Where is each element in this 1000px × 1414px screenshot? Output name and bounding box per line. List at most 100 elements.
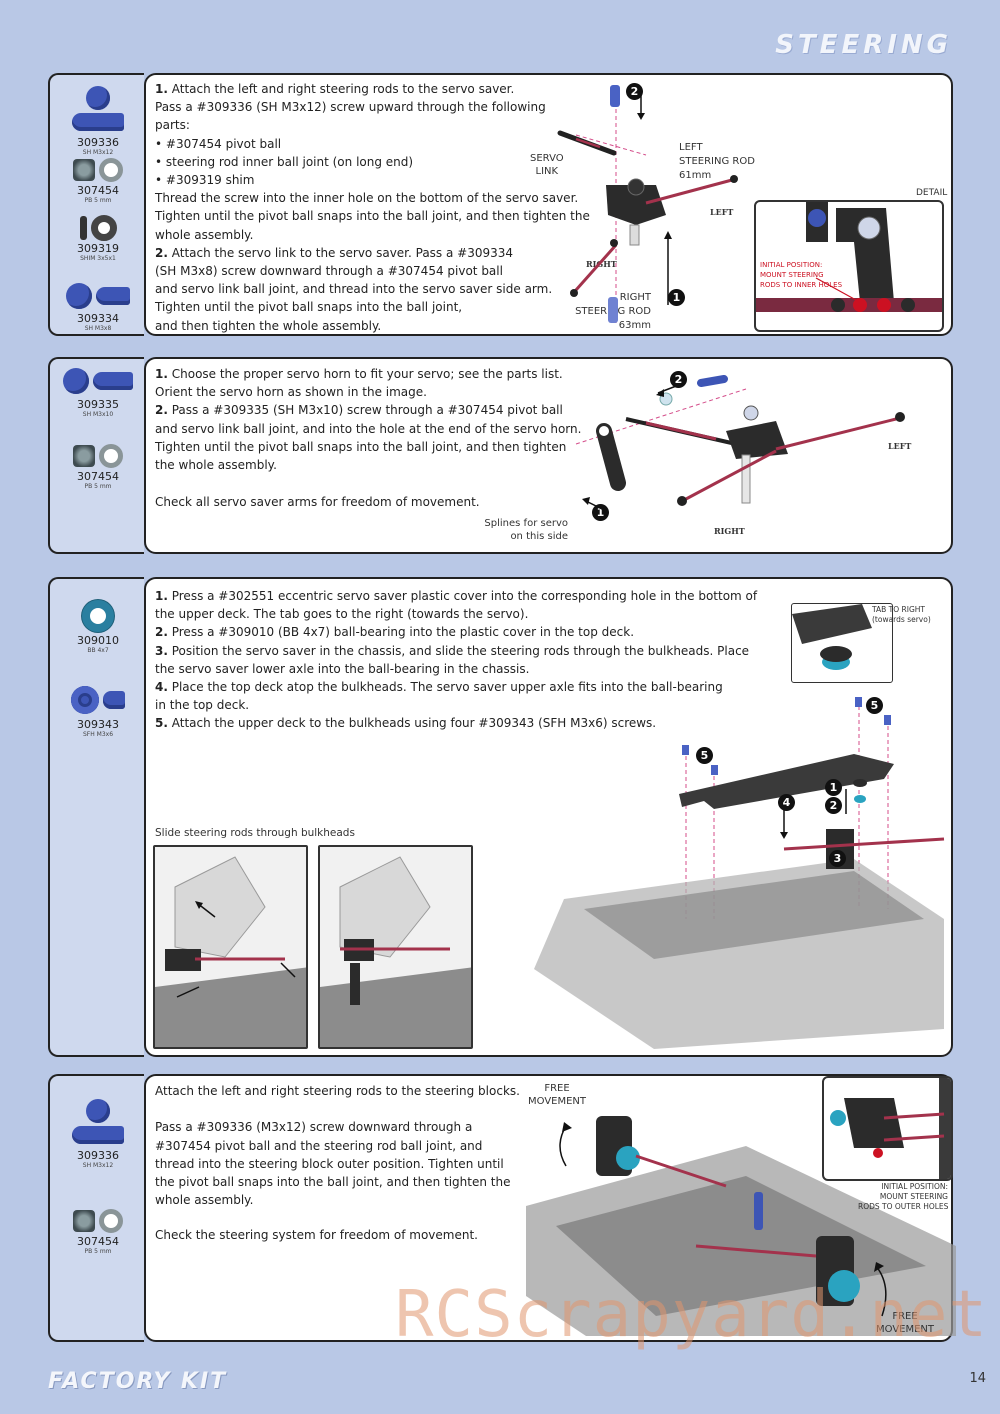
- instruction-text: and then tighten the whole assembly.: [155, 318, 382, 333]
- instruction-line: 2. Attach the servo link to the servo sa…: [155, 244, 590, 262]
- step-number: 2.: [155, 403, 168, 418]
- arrow-head: [637, 113, 645, 120]
- screw-head-icon: [66, 283, 92, 309]
- free-movement-label-1: FREE MOVEMENT: [528, 1083, 587, 1107]
- instruction-text: Attach the servo link to the servo saver…: [167, 245, 514, 260]
- servo-horn-drawing: [575, 375, 905, 512]
- pivot-ball-icon: [73, 159, 95, 181]
- instruction-card-4: Attach the left and right steering rods …: [144, 1074, 956, 1342]
- instruction-line: Tighten until the pivot ball snaps into …: [155, 298, 590, 316]
- part-309336: 309336 SH M3x12: [50, 1094, 146, 1169]
- part-309335: 309335 SH M3x10: [50, 365, 146, 418]
- instruction-text: Tighten until the pivot ball snaps into …: [155, 300, 463, 315]
- free-movement-label-2: FREE MOVEMENT: [876, 1311, 935, 1335]
- step-marker-2: 2: [825, 797, 842, 814]
- step-marker-2: 2: [626, 83, 643, 100]
- screw-icon: [93, 372, 133, 390]
- instruction-text: thread into the steering block outer pos…: [155, 1156, 504, 1171]
- instruction-text: Attach the left and right steering rods …: [167, 82, 515, 96]
- instruction-line: and servo link ball joint, and thread in…: [155, 280, 590, 298]
- step-marker-1: 1: [668, 289, 685, 306]
- slide-rods-photo-b: [318, 845, 473, 1049]
- screw-shape: [608, 297, 618, 323]
- instruction-text: #307454 pivot ball and the steering rod …: [155, 1138, 483, 1153]
- page-section-title: STEERING: [775, 30, 952, 60]
- instruction-text: Place the top deck atop the bulkheads. T…: [167, 680, 723, 695]
- pivot-ball-ring-icon: [99, 1209, 123, 1233]
- instruction-text: Tighten until the pivot ball snaps into …: [155, 209, 590, 224]
- instruction-text: the upper deck. The tab goes to the righ…: [155, 607, 529, 622]
- instruction-line: Orient the servo horn as shown in the im…: [155, 383, 581, 401]
- step-number: 1.: [155, 589, 168, 603]
- step-number: 5.: [155, 716, 168, 731]
- servo-link-rod: [575, 137, 601, 149]
- instruction-text: Orient the servo horn as shown in the im…: [155, 385, 427, 400]
- rod-end: [610, 239, 618, 247]
- instruction-text: the pivot ball snaps into the ball joint…: [155, 1175, 511, 1189]
- right-rod-label: RIGHT STEERING ROD 63mm: [575, 292, 651, 331]
- step-number: 1.: [155, 367, 168, 381]
- tab-detail-inset: [791, 603, 893, 683]
- pivot-ball-icon: [73, 445, 95, 467]
- instruction-text: whole assembly.: [155, 1193, 254, 1208]
- parts-column-1: 309336 SH M3x12 307454 PB 5 mm 309319 SH…: [48, 73, 144, 336]
- instruction-text: Choose the proper servo horn to fit your…: [167, 367, 563, 381]
- instruction-card-3: 1. Press a #302551 eccentric servo saver…: [144, 577, 953, 1057]
- instruction-line: the pivot ball snaps into the ball joint…: [155, 1173, 520, 1191]
- parts-column-4: 309336 SH M3x12 307454 PB 5 mm: [48, 1074, 144, 1342]
- detail-inset: INITIAL POSITION: MOUNT STEERING RODS TO…: [754, 200, 944, 332]
- screw-shape: [610, 85, 620, 107]
- left-tag: LEFT: [710, 207, 734, 217]
- watermark-text: RCScrapyard.net: [395, 1278, 988, 1352]
- screw-head-icon: [63, 368, 89, 394]
- shim-edge-icon: [79, 216, 87, 240]
- step-marker-3: 3: [829, 850, 846, 867]
- instructions-text-3: 1. Press a #302551 eccentric servo saver…: [155, 587, 757, 733]
- instruction-card-1: 1. Attach the left and right steering ro…: [144, 73, 953, 336]
- step-marker-4: 4: [778, 794, 795, 811]
- part-309334: 309334 SH M3x8: [50, 281, 146, 332]
- instruction-card-2: 1. Choose the proper servo horn to fit y…: [144, 357, 953, 554]
- pivot-ball-ring-icon: [99, 444, 123, 468]
- instruction-text: and servo link ball joint, and into the …: [155, 421, 582, 436]
- instructions-text-2: 1. Choose the proper servo horn to fit y…: [155, 365, 581, 474]
- instruction-line: and then tighten the whole assembly.: [155, 317, 590, 335]
- instruction-line: • steering rod inner ball joint (on long…: [155, 153, 590, 171]
- detail-drawing: [756, 202, 942, 312]
- pivot-ball-ring-icon: [99, 158, 123, 182]
- instructions-text-1: 1. Attach the left and right steering ro…: [155, 80, 590, 335]
- parts-column-3: 309010 BB 4x7 309343 SFH M3x6: [48, 577, 144, 1057]
- instruction-text: • #309319 shim: [155, 173, 255, 188]
- instruction-text: Attach the upper deck to the bulkheads u…: [167, 716, 657, 731]
- instruction-line: Tighten until the pivot ball snaps into …: [155, 207, 590, 225]
- page-number: 14: [969, 1371, 986, 1386]
- slide-rods-photo-a: [153, 845, 308, 1049]
- axle-shape: [629, 224, 640, 246]
- servo-saver-hub: [627, 178, 645, 196]
- right-tag: RIGHT: [586, 259, 617, 269]
- servo-saver-drawing: [557, 85, 738, 325]
- instruction-text: Press a #309010 (BB 4x7) ball-bearing in…: [167, 625, 635, 640]
- tab-to-right-note: TAB TO RIGHT (towards servo): [872, 605, 931, 624]
- instruction-line: (SH M3x8) screw downward through a #3074…: [155, 262, 590, 280]
- arrow-head: [664, 231, 672, 239]
- instruction-line: 1. Attach the left and right steering ro…: [155, 80, 590, 98]
- instruction-line: #307454 pivot ball and the steering rod …: [155, 1137, 520, 1155]
- instruction-line: • #307454 pivot ball: [155, 135, 590, 153]
- left-rod-label: LEFT STEERING ROD 61mm: [679, 142, 755, 181]
- instruction-text: Attach the left and right steering rods …: [155, 1084, 520, 1098]
- instruction-line: 1. Press a #302551 eccentric servo saver…: [155, 587, 757, 605]
- instruction-text: Pass a #309336 (M3x12) screw downward th…: [155, 1120, 473, 1135]
- slide-rods-label: Slide steering rods through bulkheads: [155, 827, 355, 839]
- step-number: 2.: [155, 625, 168, 640]
- step-section-1: 309336 SH M3x12 307454 PB 5 mm 309319 SH…: [48, 73, 953, 336]
- part-307454: 307454 PB 5 mm: [50, 443, 146, 490]
- screw-icon: [72, 112, 124, 131]
- instruction-line: and servo link ball joint, and into the …: [155, 420, 581, 438]
- detail-label: DETAIL: [916, 188, 948, 198]
- instruction-line: Attach the left and right steering rods …: [155, 1082, 520, 1100]
- screw-icon: [96, 287, 130, 305]
- instruction-line: 3. Position the servo saver in the chass…: [155, 642, 757, 660]
- instruction-text: whole assembly.: [155, 227, 254, 242]
- step-number: 4.: [155, 680, 168, 695]
